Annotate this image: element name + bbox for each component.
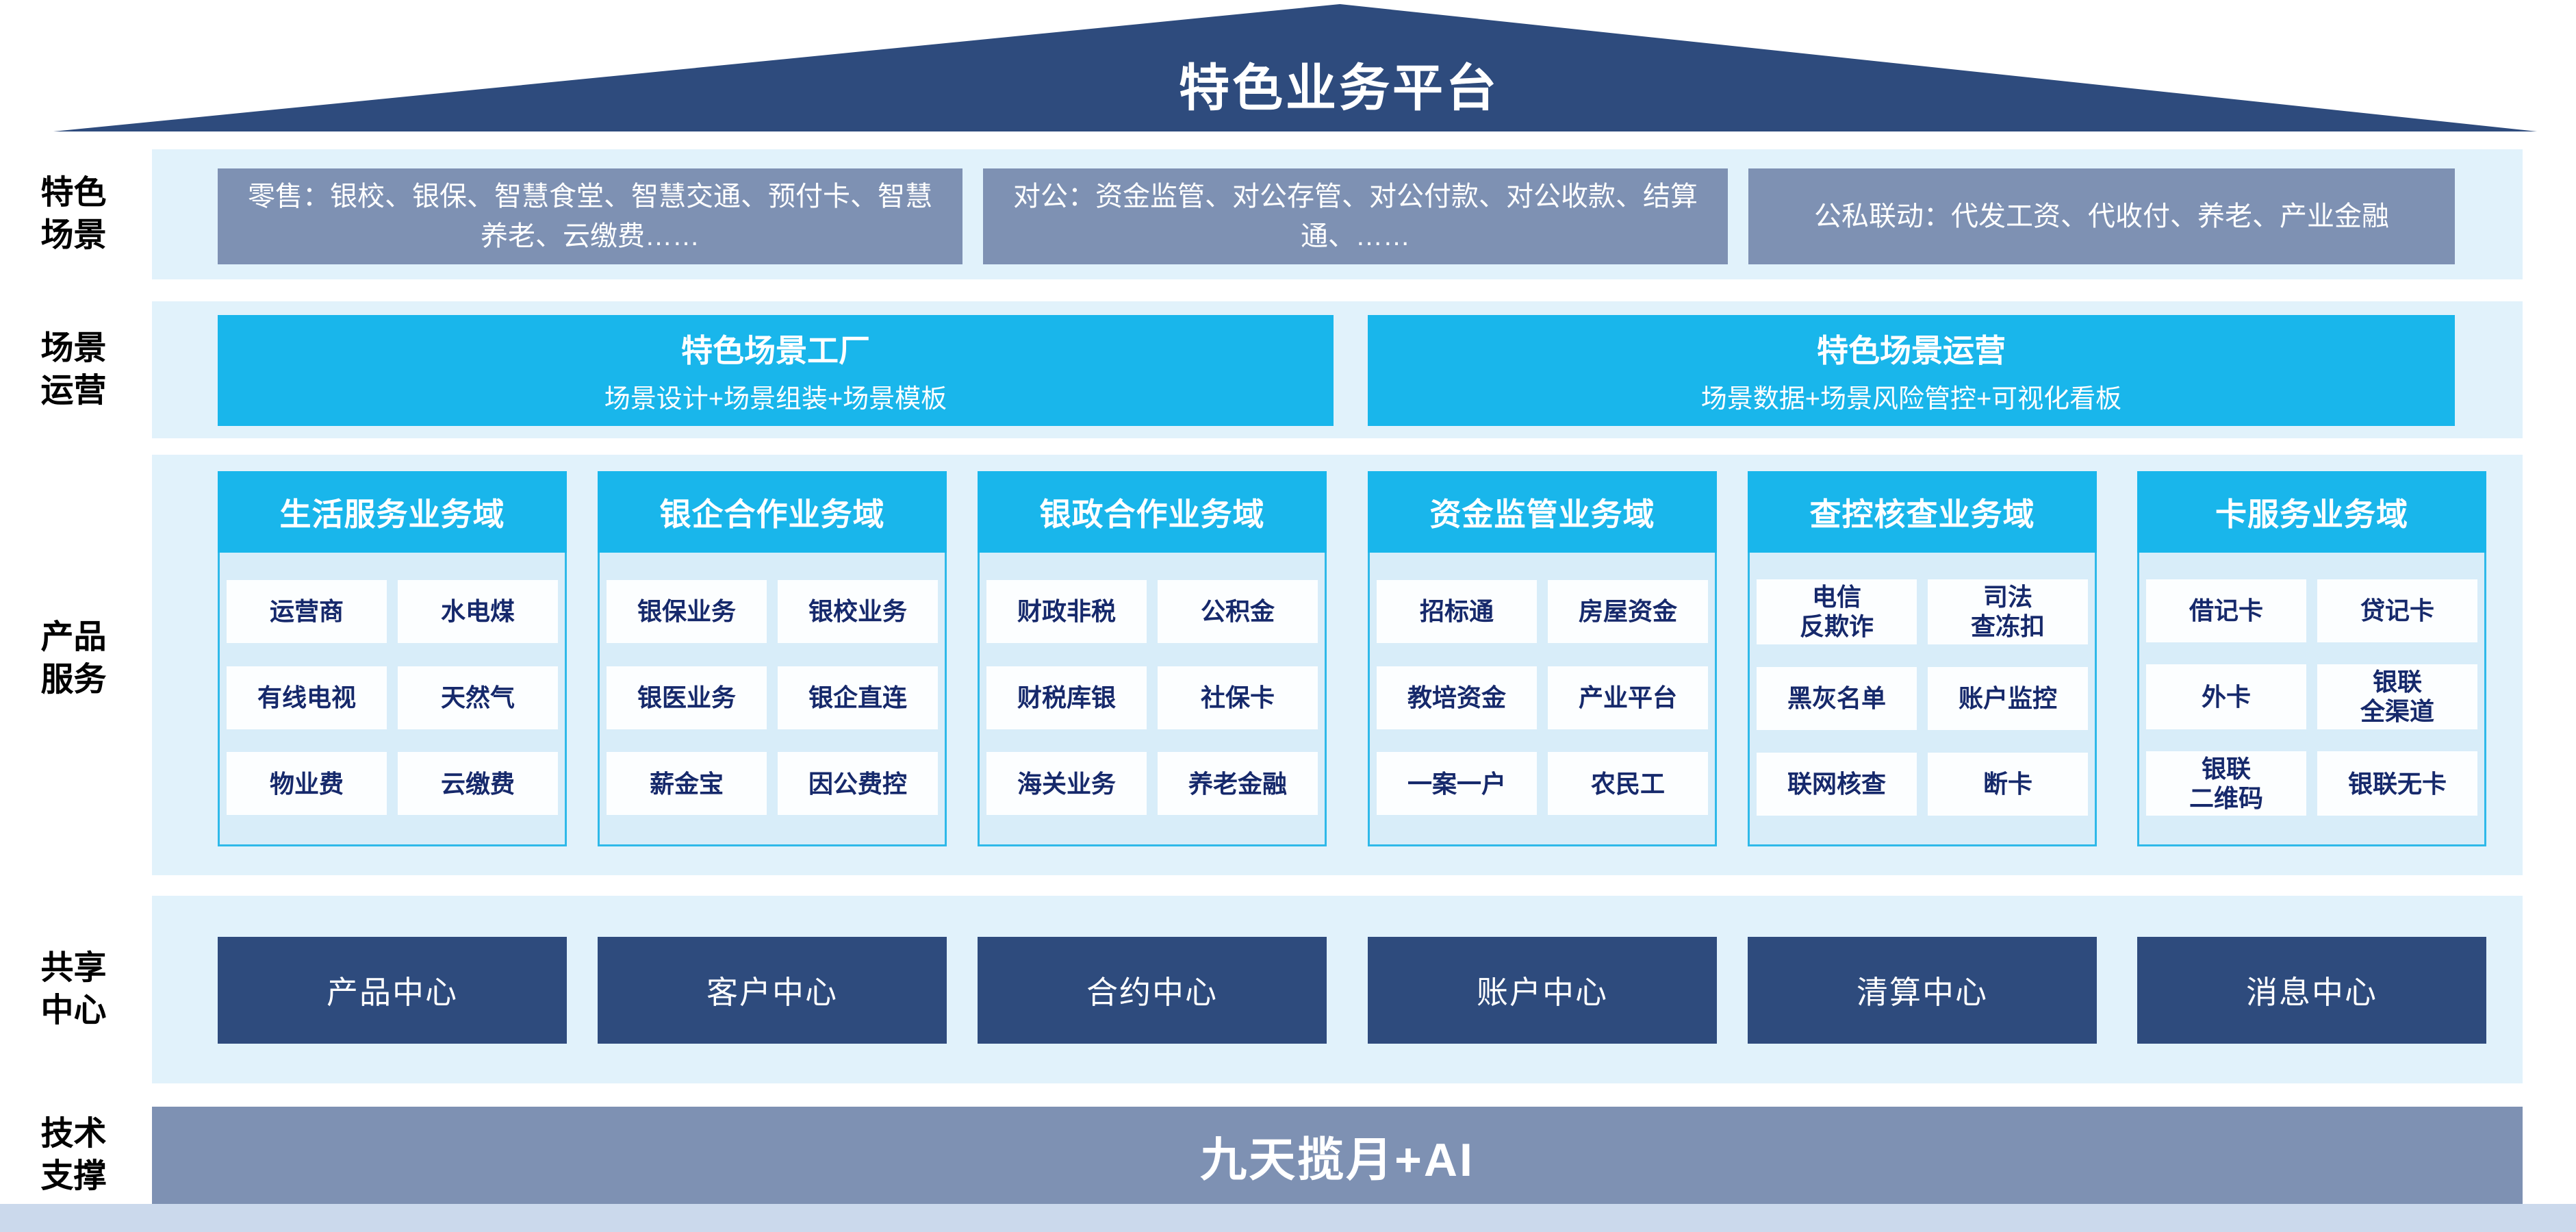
domain-header: 银企合作业务域 [598,471,947,553]
domain-items: 电信 反欺诈司法 查冻扣 黑灰名单账户监控 联网核查断卡 [1750,553,2095,842]
share-center-clearing: 清算中心 [1748,937,2097,1044]
product-item: 水电煤 [398,579,558,643]
domain-header: 资金监管业务域 [1368,471,1717,553]
row-label-products: 产品 服务 [40,618,107,698]
platform-title: 特色业务平台 [1179,59,1499,116]
scene-factory-card: 特色场景工厂 场景设计+场景组装+场景模板 [218,315,1334,426]
product-item: 银保业务 [607,579,767,643]
scene-box-retail: 零售：银校、银保、智慧食堂、智慧交通、预付卡、智慧养老、云缴费…… [218,168,962,264]
footer-strip [0,1204,2576,1232]
share-center-account: 账户中心 [1368,937,1717,1044]
product-item: 贷记卡 [2317,579,2477,642]
domain-card-bank-enterprise: 银企合作业务域 银保业务银校业务 银医业务银企直连 薪金宝因公费控 [598,471,947,846]
domain-card-life-services: 生活服务业务域 运营商水电煤 有线电视天然气 物业费云缴费 [218,471,567,846]
product-item: 农民工 [1548,752,1708,816]
row-label-share-centers: 共享 中心 [40,949,107,1029]
domain-items: 招标通房屋资金 教培资金产业平台 一案一户农民工 [1370,553,1715,842]
operation-title: 特色场景运营 [1817,333,2006,369]
product-item: 公积金 [1158,579,1318,643]
share-center-customer: 客户中心 [598,937,947,1044]
tech-support-bar: 九天揽月+AI [152,1107,2523,1204]
product-item: 运营商 [227,579,387,643]
product-item: 断卡 [1928,752,2088,816]
domain-card-bank-government: 银政合作业务域 财政非税公积金 财税库银社保卡 海关业务养老金融 [978,471,1327,846]
product-item: 银联 全渠道 [2317,664,2477,729]
operation-subtitle: 场景数据+场景风险管控+可视化看板 [1700,384,2122,414]
row-label-scene: 特色 场景 [40,174,107,253]
product-item: 产业平台 [1548,666,1708,729]
product-item: 因公费控 [778,752,938,816]
domain-card-card-services: 卡服务业务域 借记卡贷记卡 外卡银联 全渠道 银联 二维码银联无卡 [2137,471,2486,846]
product-item: 借记卡 [2146,579,2306,642]
scene-operation-card: 特色场景运营 场景数据+场景风险管控+可视化看板 [1368,315,2455,426]
domain-header: 卡服务业务域 [2137,471,2486,553]
product-item: 招标通 [1377,579,1537,643]
product-item: 银联 二维码 [2146,751,2306,816]
product-item: 银联无卡 [2317,751,2477,816]
product-item: 薪金宝 [607,752,767,816]
product-item: 海关业务 [986,752,1147,816]
domain-items: 银保业务银校业务 银医业务银企直连 薪金宝因公费控 [600,553,945,842]
row-label-tech-support: 技术 支撑 [40,1115,107,1194]
product-item: 物业费 [227,752,387,816]
domain-items: 运营商水电煤 有线电视天然气 物业费云缴费 [220,553,565,842]
domain-header: 查控核查业务域 [1748,471,2097,553]
product-item: 云缴费 [398,752,558,816]
product-item: 财税库银 [986,666,1147,729]
product-item: 电信 反欺诈 [1757,579,1917,644]
domain-items: 借记卡贷记卡 外卡银联 全渠道 银联 二维码银联无卡 [2139,553,2484,842]
product-item: 联网核查 [1757,752,1917,816]
share-center-product: 产品中心 [218,937,567,1044]
product-item: 银校业务 [778,579,938,643]
share-center-contract: 合约中心 [978,937,1327,1044]
domain-header: 生活服务业务域 [218,471,567,553]
factory-title: 特色场景工厂 [681,333,870,369]
product-item: 财政非税 [986,579,1147,643]
product-item: 一案一户 [1377,752,1537,816]
domain-card-fund-supervision: 资金监管业务域 招标通房屋资金 教培资金产业平台 一案一户农民工 [1368,471,1717,846]
product-item: 社保卡 [1158,666,1318,729]
product-item: 教培资金 [1377,666,1537,729]
product-item: 养老金融 [1158,752,1318,816]
product-item: 账户监控 [1928,666,2088,730]
share-center-message: 消息中心 [2137,937,2486,1044]
domain-header: 银政合作业务域 [978,471,1327,553]
factory-subtitle: 场景设计+场景组装+场景模板 [604,384,947,414]
domain-card-inquiry-control: 查控核查业务域 电信 反欺诈司法 查冻扣 黑灰名单账户监控 联网核查断卡 [1748,471,2097,846]
product-item: 黑灰名单 [1757,666,1917,730]
scene-box-corporate: 对公：资金监管、对公存管、对公付款、对公收款、结算通、…… [983,168,1728,264]
product-item: 银医业务 [607,666,767,729]
row-label-scene-ops: 场景 运营 [40,329,107,409]
domain-items: 财政非税公积金 财税库银社保卡 海关业务养老金融 [980,553,1325,842]
product-item: 银企直连 [778,666,938,729]
product-item: 房屋资金 [1548,579,1708,643]
product-item: 有线电视 [227,666,387,729]
scene-box-linkage: 公私联动：代发工资、代收付、养老、产业金融 [1748,168,2455,264]
product-item: 外卡 [2146,664,2306,729]
product-item: 天然气 [398,666,558,729]
product-item: 司法 查冻扣 [1928,579,2088,644]
